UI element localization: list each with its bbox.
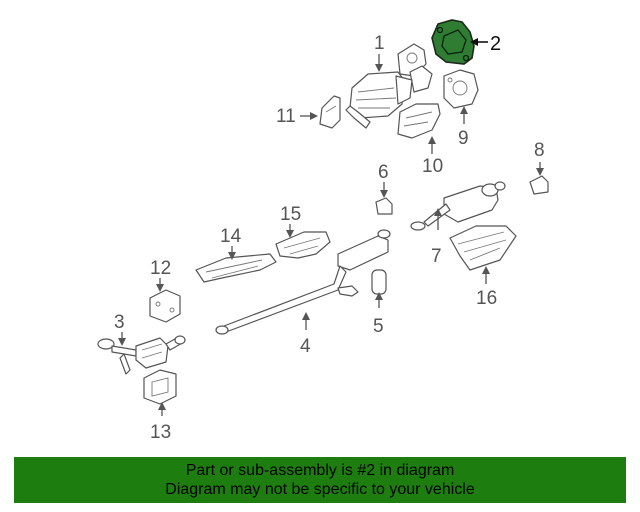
callout-number-8: 8 — [534, 140, 545, 161]
info-banner: Part or sub-assembly is #2 in diagram Di… — [14, 457, 626, 503]
callout-13: 13 — [150, 402, 171, 443]
callout-3: 3 — [114, 312, 126, 346]
part-8-hanger[interactable] — [529, 175, 549, 195]
callout-number-15: 15 — [280, 204, 301, 225]
part-11-bracket[interactable] — [319, 95, 341, 129]
part-1-catalytic-converter[interactable] — [345, 43, 433, 129]
part-2-gasket-highlighted[interactable] — [431, 19, 475, 65]
callout-number-16: 16 — [476, 288, 497, 309]
callout-number-4: 4 — [300, 336, 311, 357]
callout-8: 8 — [534, 140, 545, 176]
banner-line-part-info: Part or sub-assembly is #2 in diagram — [185, 462, 455, 479]
callout-number-9: 9 — [458, 128, 469, 149]
callout-number-3: 3 — [114, 312, 125, 333]
part-15-heat-shield[interactable] — [275, 231, 331, 259]
callout-5: 5 — [373, 292, 384, 337]
callout-15: 15 — [280, 204, 301, 238]
part-13-bracket[interactable] — [143, 369, 177, 405]
callout-10: 10 — [422, 136, 443, 177]
callout-4: 4 — [300, 312, 311, 357]
part-4-center-pipe[interactable] — [215, 229, 391, 335]
part-9-heat-shield[interactable] — [443, 69, 479, 109]
callout-6: 6 — [378, 162, 389, 198]
callout-9: 9 — [458, 106, 469, 149]
callout-number-11: 11 — [276, 106, 296, 127]
callout-number-6: 6 — [378, 162, 389, 183]
callout-number-14: 14 — [220, 226, 242, 247]
callout-12: 12 — [150, 258, 171, 292]
callout-number-1: 1 — [374, 33, 385, 54]
part-16-heat-shield[interactable] — [449, 225, 517, 271]
callout-number-13: 13 — [150, 422, 171, 443]
callout-14: 14 — [220, 226, 242, 260]
part-12-bracket-plate[interactable] — [149, 289, 181, 323]
banner-line-disclaimer: Diagram may not be specific to your vehi… — [165, 481, 475, 498]
part-3-front-pipe[interactable] — [97, 335, 186, 375]
callout-11: 11 — [276, 106, 318, 127]
callout-1: 1 — [374, 33, 385, 72]
callout-7: 7 — [431, 208, 442, 267]
callout-number-2: 2 — [490, 33, 501, 55]
callout-number-5: 5 — [373, 316, 384, 337]
callout-number-7: 7 — [431, 246, 442, 267]
part-10-converter-cover[interactable] — [397, 103, 441, 139]
callout-number-12: 12 — [150, 258, 171, 279]
part-14-heat-shield[interactable] — [195, 253, 277, 283]
callout-16: 16 — [476, 266, 497, 309]
callout-number-10: 10 — [422, 156, 443, 177]
part-6-hanger[interactable] — [375, 197, 393, 215]
part-7-muffler[interactable] — [410, 181, 506, 231]
callout-2: 2 — [470, 33, 501, 55]
part-5-rubber-hanger[interactable] — [371, 269, 387, 295]
